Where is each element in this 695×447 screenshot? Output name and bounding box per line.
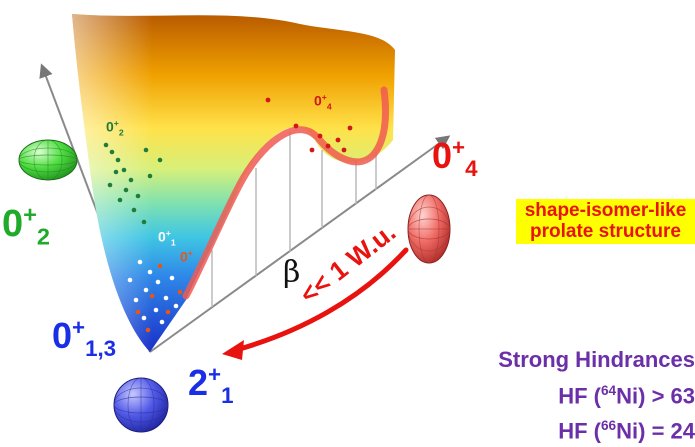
callout-line-1: shape-isomer-like [524,200,687,221]
label-sup: + [113,118,119,128]
red-dots [265,97,353,153]
state-label-0plus4: 0+4 [432,135,477,180]
label-sup: + [165,228,171,238]
hf-mass-number: 66 [600,418,617,433]
oblate-green-nucleus-icon [18,139,78,181]
label-sup: + [452,135,466,160]
surface-label-0plus1: 0+1 [158,228,176,247]
hindrance-factor-66ni: HF (66Ni) = 24 [558,419,695,442]
label-sup: + [23,201,37,228]
state-label-2plus1: 2+1 [188,362,233,407]
label-sub: 1,3 [85,336,117,362]
callout-line-2: prolate structure [530,221,681,242]
label-base: 0 [106,118,114,135]
green-dots [103,142,163,225]
guide-lines [211,132,377,307]
label-sub: 2 [36,223,51,250]
hf-prefix: HF ( [558,383,601,409]
surface-label-0plus4: 0+4 [314,92,332,111]
state-label-0plus13: 0+1,3 [52,315,116,360]
beta-axis [149,135,451,353]
beta-axis-label: β [283,255,301,290]
hf-suffix: Ni) > 63 [616,383,695,409]
label-base: 2 [188,362,209,403]
hf-suffix: Ni) = 24 [616,418,695,444]
hf-mass-number: 64 [600,383,617,398]
label-sub: 1 [170,237,176,248]
label-sup: + [321,92,327,102]
spherical-blue-nucleus-icon [113,377,169,433]
label-sup: + [208,362,222,387]
label-sub: 1 [221,383,234,409]
label-base: 0 [158,228,166,245]
surface-label-0plus: 0+ [180,248,193,265]
transition-arrow [233,247,409,353]
hf-prefix: HF ( [558,418,601,444]
surface-label-0plus2: 0+2 [106,118,124,137]
label-base: 0 [2,203,24,245]
label-sub: 2 [118,127,124,138]
white-dots [127,259,179,325]
surface-highlight [72,14,395,352]
label-sup: + [72,315,86,340]
hindrance-title: Strong Hindrances [498,347,695,372]
prolate-red-nucleus-icon [407,194,451,264]
orange-dots [135,263,183,333]
potential-curve [182,86,390,300]
label-base: 0 [432,135,453,176]
label-sub: 4 [465,156,478,182]
transition-arrowhead [222,340,244,360]
state-label-0plus2: 0+2 [2,203,50,249]
label-sub: 4 [326,101,332,112]
label-sup: + [187,248,193,258]
label-base: 0 [52,315,73,356]
hindrance-factor-64ni: HF (64Ni) > 63 [558,384,695,407]
shape-isomer-callout: shape-isomer-like prolate structure [516,199,695,244]
label-base: 0 [180,248,188,265]
label-base: 0 [314,92,322,109]
